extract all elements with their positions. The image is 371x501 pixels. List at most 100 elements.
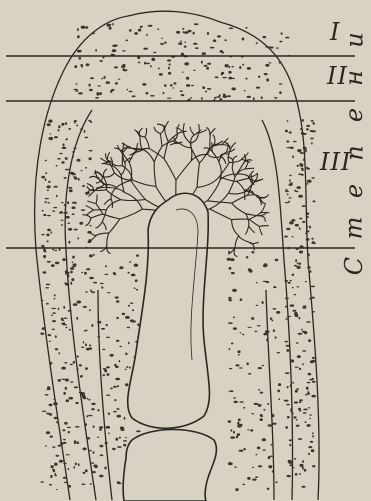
- stipple-dot: [284, 400, 289, 402]
- stipple-dot: [106, 324, 108, 326]
- stipple-dot: [123, 440, 127, 442]
- stipple-dot: [83, 472, 86, 474]
- stipple-dot: [63, 212, 67, 214]
- stipple-dot: [72, 172, 74, 174]
- stipple-dot: [245, 78, 247, 80]
- stipple-dot: [261, 96, 263, 99]
- stipple-dot: [63, 439, 66, 440]
- stipple-dot: [73, 303, 78, 306]
- stipple-dot: [303, 409, 307, 411]
- stipple-dot: [297, 165, 299, 167]
- stipple-dot: [104, 274, 108, 275]
- stipple-dot: [93, 282, 97, 284]
- vessel-branch: [259, 227, 262, 236]
- stipple-dot: [108, 433, 110, 435]
- stipple-dot: [61, 202, 64, 203]
- stipple-dot: [201, 97, 203, 99]
- stipple-dot: [298, 333, 303, 335]
- stipple-dot: [97, 409, 99, 411]
- stipple-dot: [128, 305, 130, 307]
- vessel-branch: [87, 184, 94, 190]
- stipple-dot: [88, 415, 93, 417]
- stipple-dot: [204, 65, 208, 67]
- stipple-dot: [70, 271, 73, 274]
- stipple-dot: [247, 67, 251, 70]
- stipple-dot: [223, 95, 227, 98]
- stipple-dot: [297, 149, 302, 152]
- vessel-branch: [237, 174, 249, 177]
- stipple-dot: [299, 401, 302, 403]
- stipple-dot: [144, 62, 146, 65]
- stipple-dot: [45, 394, 49, 396]
- stipple-dot: [251, 251, 254, 253]
- vessel-branch: [160, 126, 164, 134]
- stipple-dot: [195, 47, 199, 49]
- stipple-dot: [180, 90, 183, 92]
- stipple-dot: [288, 197, 291, 198]
- stipple-dot: [84, 423, 87, 426]
- stipple-dot: [190, 97, 192, 99]
- stipple-dot: [310, 360, 314, 363]
- stipple-dot: [41, 176, 45, 179]
- stipple-dot: [300, 128, 302, 130]
- stipple-dot: [285, 426, 288, 429]
- stipple-dot: [74, 386, 79, 388]
- stipple-dot: [52, 446, 55, 448]
- stipple-dot: [46, 303, 49, 305]
- stipple-dot: [184, 62, 189, 65]
- stipple-dot: [129, 29, 132, 31]
- stipple-dot: [77, 35, 80, 38]
- stipple-dot: [67, 222, 70, 224]
- stipple-dot: [186, 84, 190, 87]
- stipple-dot: [70, 282, 72, 285]
- stipple-dot: [66, 138, 68, 140]
- stipple-dot: [68, 468, 70, 470]
- vessel-branch: [102, 210, 106, 222]
- stipple-dot: [242, 64, 244, 66]
- stipple-dot: [266, 339, 268, 342]
- stipple-dot: [50, 133, 52, 134]
- vessel-branch: [136, 143, 137, 152]
- stipple-dot: [299, 163, 303, 165]
- stipple-dot: [63, 463, 67, 464]
- stipple-dot: [112, 23, 114, 26]
- stipple-dot: [289, 464, 293, 466]
- vessel-branch: [220, 157, 226, 164]
- stipple-dot: [68, 485, 72, 488]
- stipple-dot: [122, 50, 126, 51]
- stipple-dot: [107, 24, 111, 26]
- stipple-dot: [228, 297, 231, 300]
- stipple-dot: [100, 454, 104, 456]
- stipple-dot: [229, 348, 231, 350]
- vessel-branch: [102, 222, 106, 230]
- stipple-dot: [55, 335, 57, 338]
- stipple-dot: [247, 429, 249, 430]
- stipple-dot: [86, 437, 90, 439]
- vessel-branch: [237, 163, 244, 174]
- stipple-dot: [69, 397, 74, 400]
- stipple-dot: [278, 398, 280, 400]
- stipple-dot: [49, 484, 52, 486]
- stipple-dot: [79, 57, 82, 60]
- stipple-dot: [251, 317, 254, 320]
- stipple-dot: [77, 28, 79, 31]
- stipple-dot: [72, 156, 74, 158]
- stipple-dot: [64, 318, 68, 319]
- stipple-dot: [275, 336, 277, 338]
- stipple-dot: [305, 149, 307, 152]
- stipple-dot: [50, 475, 52, 478]
- stipple-dot: [83, 341, 85, 343]
- vessel-branch: [260, 226, 269, 227]
- stipple-dot: [250, 429, 253, 431]
- stipple-dot: [81, 347, 84, 348]
- stipple-dot: [49, 413, 52, 415]
- stipple-dot: [307, 266, 310, 269]
- stipple-dot: [146, 92, 149, 95]
- stipple-dot: [273, 308, 277, 310]
- stipple-dot: [92, 471, 96, 473]
- stipple-dot: [205, 91, 207, 93]
- stipple-dot: [59, 460, 63, 463]
- stipple-dot: [279, 61, 282, 63]
- stipple-dot: [302, 363, 304, 365]
